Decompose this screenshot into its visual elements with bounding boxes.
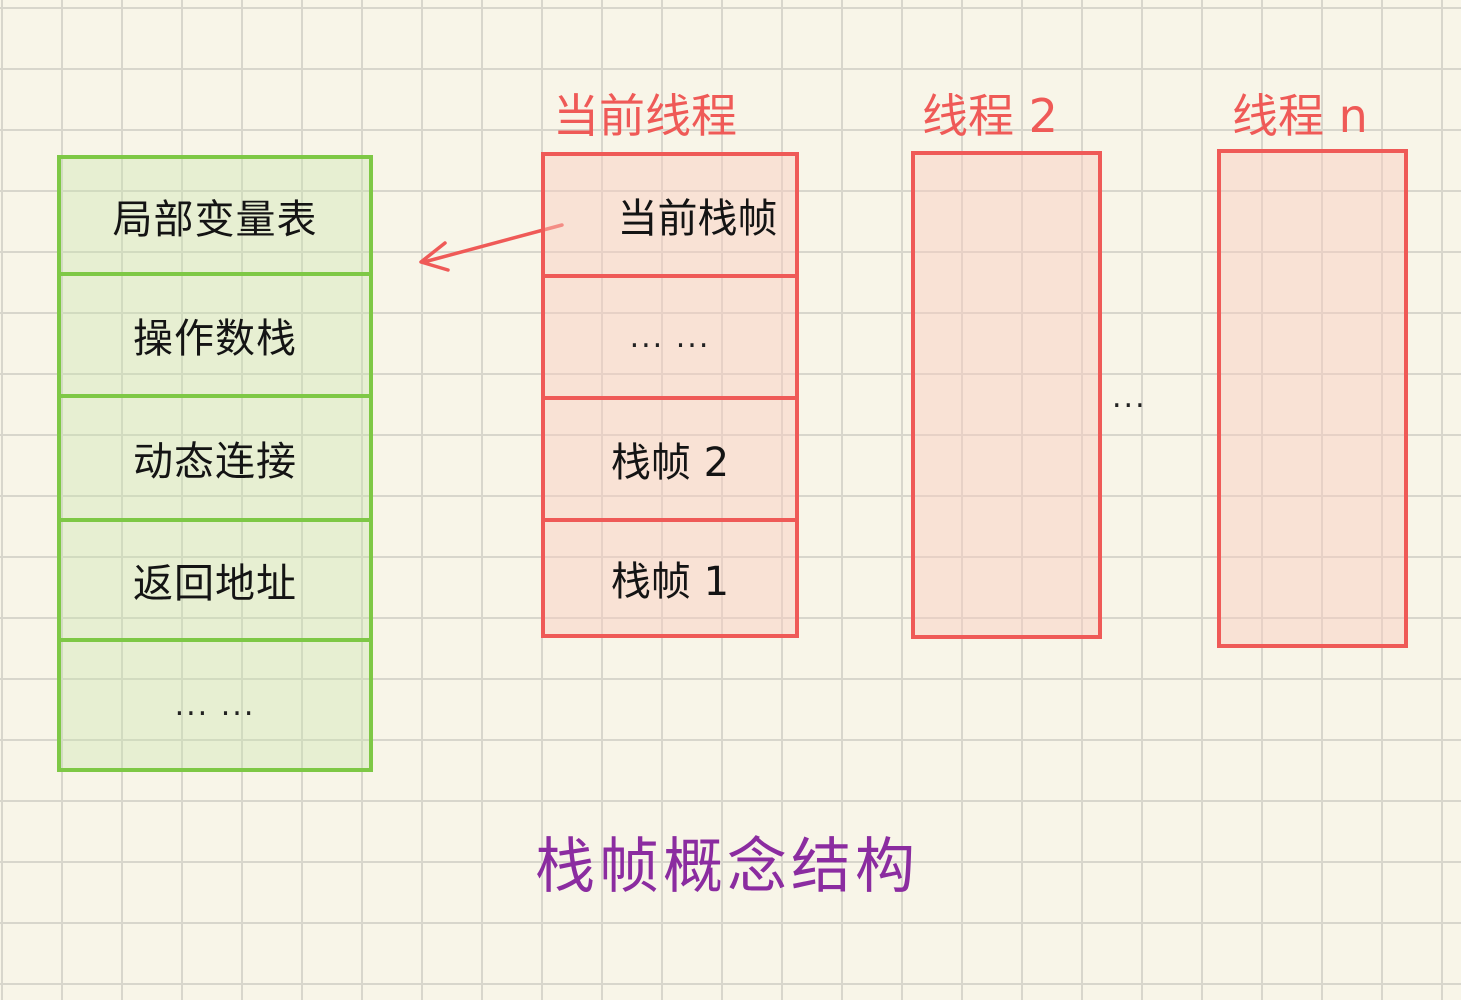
- frame-1-label: 栈帧 1: [610, 559, 730, 605]
- threads-ellipsis: ...: [1112, 380, 1147, 415]
- frame-divider: [61, 272, 369, 276]
- frame-divider: [61, 638, 369, 642]
- thread-frames-ellipsis-cell: ... ...: [545, 278, 795, 396]
- frame-2-cell: 栈帧 2: [545, 400, 795, 518]
- current-thread-stack: 当前栈帧 ... ... 栈帧 2 栈帧 1: [541, 152, 799, 638]
- thread-frames-ellipsis: ... ...: [629, 319, 711, 355]
- thread-divider: [545, 396, 795, 400]
- thread-2-title: 线程 2: [922, 89, 1058, 143]
- dynamic-linking-cell: 动态连接: [61, 398, 369, 518]
- thread-2-stack: [911, 151, 1102, 639]
- current-thread-title: 当前线程: [553, 89, 737, 143]
- current-frame-cell: 当前栈帧: [545, 156, 795, 274]
- return-address-label: 返回地址: [133, 561, 297, 607]
- operand-stack-label: 操作数栈: [133, 316, 297, 362]
- return-address-cell: 返回地址: [61, 522, 369, 638]
- thread-n-title: 线程 n: [1232, 89, 1368, 143]
- frame-structure-stack: 局部变量表 操作数栈 动态连接 返回地址 ... ...: [57, 155, 373, 772]
- frame-divider: [61, 394, 369, 398]
- frame-1-cell: 栈帧 1: [545, 522, 795, 634]
- dynamic-linking-label: 动态连接: [133, 439, 297, 485]
- frame-structure-ellipsis: ... ...: [174, 687, 256, 723]
- diagram-caption: 栈帧概念结构: [535, 832, 919, 902]
- thread-divider: [545, 518, 795, 522]
- frame-divider: [61, 518, 369, 522]
- current-frame-label: 当前栈帧: [617, 196, 778, 242]
- local-variable-table-label: 局部变量表: [112, 196, 318, 243]
- operand-stack-cell: 操作数栈: [61, 276, 369, 394]
- thread-divider: [545, 274, 795, 278]
- frame-2-label: 栈帧 2: [610, 440, 730, 486]
- thread-n-stack: [1217, 149, 1408, 648]
- local-variable-table-cell: 局部变量表: [61, 159, 369, 272]
- frame-structure-ellipsis-cell: ... ...: [61, 642, 369, 768]
